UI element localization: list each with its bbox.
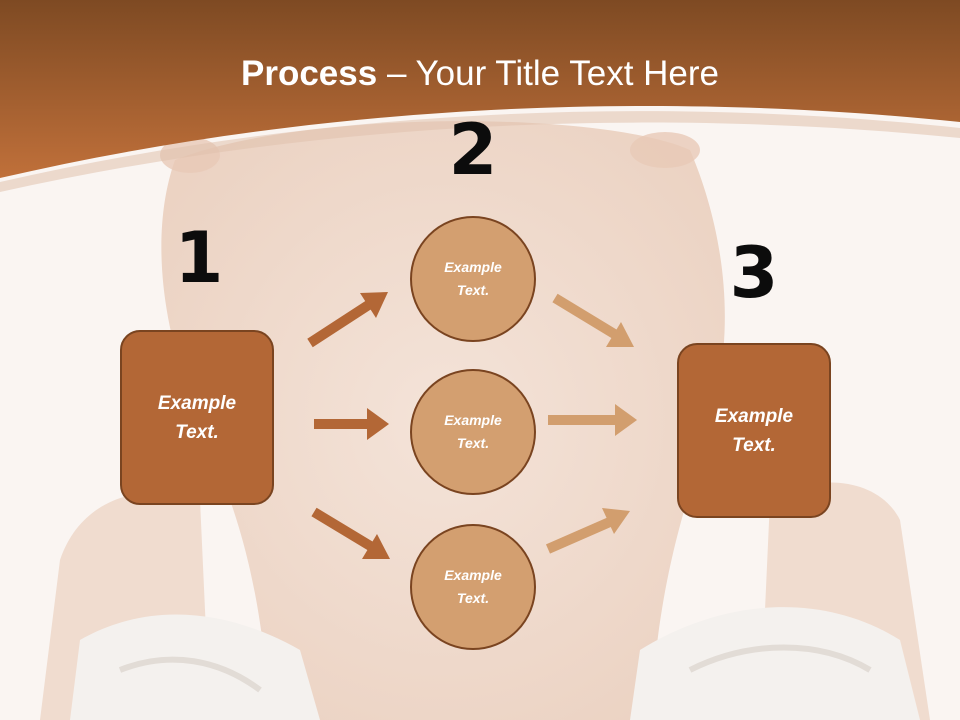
- box-right-line1: Example: [714, 405, 794, 427]
- process-circle-middle: Example Text.: [410, 369, 536, 495]
- arrow-middle-to-right: [548, 404, 637, 436]
- box-left-line2: Text.: [175, 421, 219, 443]
- title-rest-text: – Your Title Text Here: [377, 54, 719, 93]
- circle-middle-text: Example Text.: [418, 409, 528, 455]
- step-number-3: 3: [729, 232, 779, 314]
- circle-top-line2: Text.: [456, 282, 490, 298]
- box-left-line1: Example: [157, 392, 237, 414]
- circle-bottom-text: Example Text.: [418, 564, 528, 610]
- process-box-left-text: Example Text.: [127, 389, 267, 447]
- box-right-line2: Text.: [732, 434, 776, 456]
- arrow-left-to-top: [307, 292, 388, 348]
- circle-middle-line1: Example: [444, 412, 502, 428]
- circle-bottom-line2: Text.: [456, 590, 490, 606]
- step-number-1: 1: [174, 217, 224, 299]
- circle-top-line1: Example: [444, 259, 502, 275]
- process-box-right-text: Example Text.: [684, 402, 824, 460]
- arrow-left-to-bottom: [311, 507, 390, 559]
- arrow-top-to-right: [552, 293, 634, 347]
- circle-bottom-line1: Example: [444, 567, 502, 583]
- circle-middle-line2: Text.: [456, 435, 490, 451]
- header-band: [0, 0, 960, 192]
- process-circle-top: Example Text.: [410, 216, 536, 342]
- process-box-left: Example Text.: [120, 330, 274, 505]
- process-circle-bottom: Example Text.: [410, 524, 536, 650]
- step-number-2: 2: [448, 109, 498, 191]
- title-bold-text: Process: [241, 54, 378, 93]
- circle-top-text: Example Text.: [418, 256, 528, 302]
- slide-title: Process – Your Title Text Here: [0, 50, 960, 98]
- process-box-right: Example Text.: [677, 343, 831, 518]
- arrow-left-to-middle: [314, 408, 389, 440]
- arrow-bottom-to-right: [545, 508, 630, 554]
